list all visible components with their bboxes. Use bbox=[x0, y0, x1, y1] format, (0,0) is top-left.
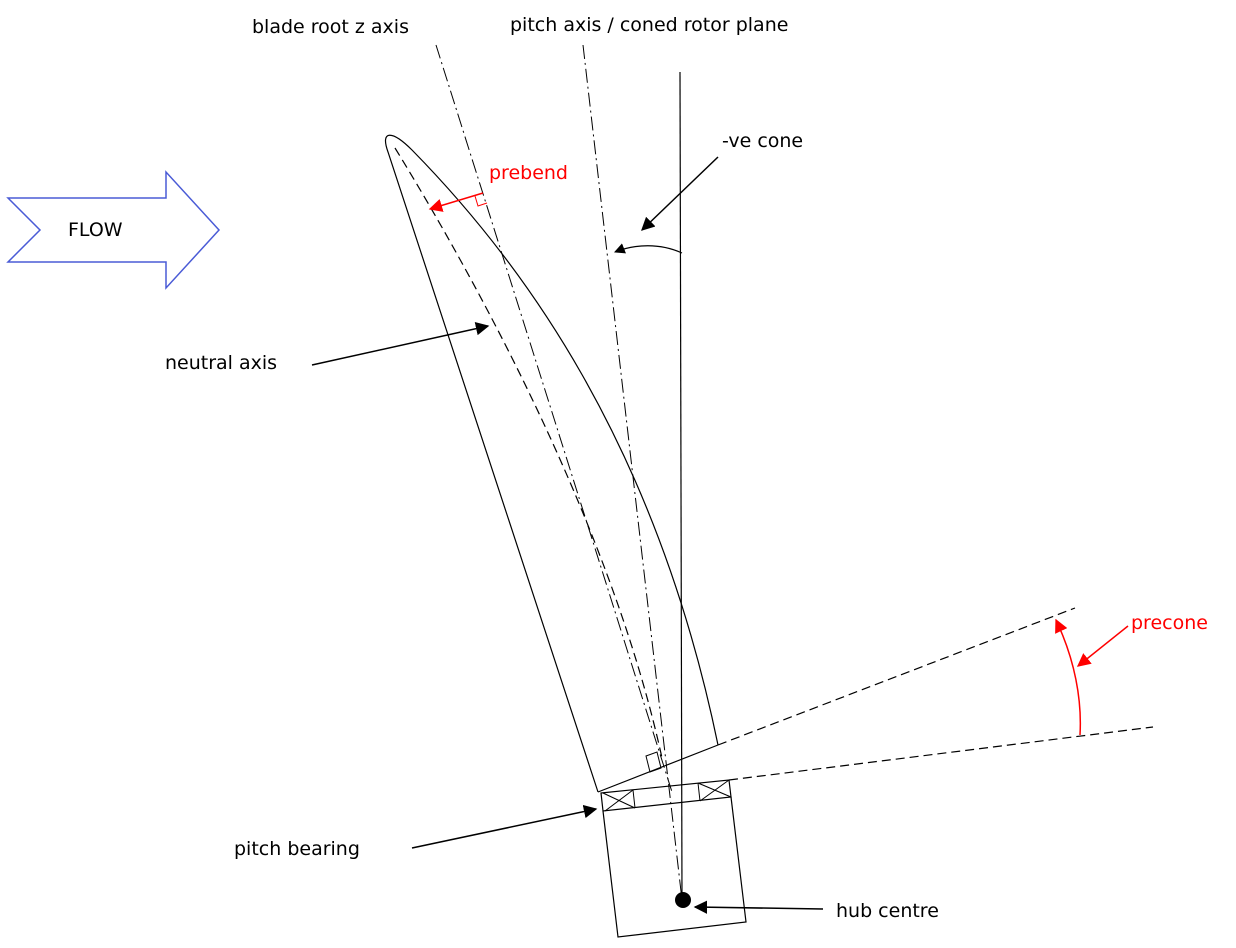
blade-root-z-axis-label: blade root z axis bbox=[252, 16, 409, 38]
flow-arrow bbox=[6, 170, 221, 290]
ve-cone-label: -ve cone bbox=[722, 130, 804, 152]
precone-lower-dashed-line bbox=[728, 726, 1154, 781]
pitch-axis-label: pitch axis / coned rotor plane bbox=[510, 14, 789, 36]
blade-root-line bbox=[597, 744, 719, 793]
prebend-label: prebend bbox=[489, 162, 568, 184]
pitch-bearing-leader bbox=[411, 804, 598, 849]
prebend-right-angle-marker bbox=[474, 195, 488, 207]
precone-upper-dashed-line bbox=[717, 607, 1076, 746]
vertical-reference-line bbox=[679, 71, 683, 903]
neutral-axis-curve bbox=[394, 147, 663, 759]
flow-label: FLOW bbox=[68, 219, 123, 241]
hub-centre-leader bbox=[693, 900, 824, 914]
pitch-bearing-label: pitch bearing bbox=[234, 838, 360, 860]
ve-cone-leader bbox=[641, 156, 719, 231]
blade-outline bbox=[384, 134, 719, 793]
hub-centre-label: hub centre bbox=[836, 900, 939, 922]
neutral-axis-label: neutral axis bbox=[165, 352, 278, 374]
blade-root-z-axis-line bbox=[435, 44, 673, 793]
pitch-axis-line bbox=[582, 44, 683, 901]
precone-arc bbox=[1055, 618, 1082, 736]
precone-leader bbox=[1076, 625, 1129, 667]
neutral-axis-leader bbox=[311, 322, 490, 366]
prebend-arrow bbox=[428, 192, 484, 212]
root-right-angle-marker bbox=[645, 751, 662, 773]
hub-centre-dot bbox=[675, 892, 691, 908]
precone-label: precone bbox=[1131, 612, 1208, 634]
ve-cone-arc bbox=[613, 243, 683, 254]
pitch-bearing-assembly bbox=[600, 779, 747, 938]
